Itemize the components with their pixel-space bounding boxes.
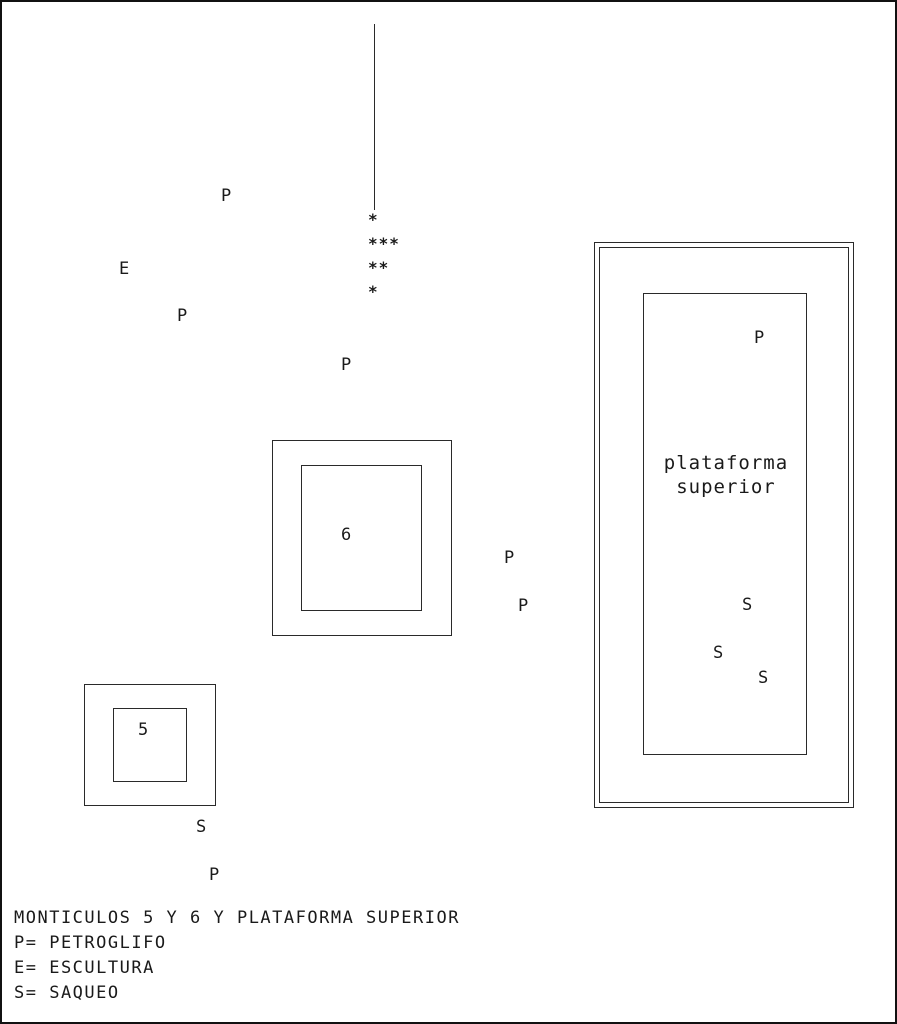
mound-6-outer bbox=[272, 440, 452, 636]
platform-outer-double bbox=[599, 247, 849, 803]
petroglyph-marker: P bbox=[518, 596, 529, 616]
mound-6-inner bbox=[301, 465, 422, 611]
mound-5-label: 5 bbox=[138, 720, 149, 740]
mound-6-label: 6 bbox=[341, 525, 352, 545]
platform-inner bbox=[643, 293, 807, 755]
platform-outer bbox=[594, 242, 854, 808]
petroglyph-marker: P bbox=[341, 355, 352, 375]
platform-label: plataforma superior bbox=[642, 451, 810, 499]
legend-title: MONTICULOS 5 Y 6 Y PLATAFORMA SUPERIOR bbox=[14, 908, 460, 928]
petroglyph-marker: P bbox=[209, 865, 220, 885]
petroglyph-marker: P bbox=[221, 186, 232, 206]
mound-5-outer bbox=[84, 684, 216, 806]
legend-looting: S= SAQUEO bbox=[14, 983, 120, 1003]
asterisk-row-2: *** bbox=[368, 234, 400, 253]
north-line bbox=[374, 24, 375, 210]
asterisk-row-3: ** bbox=[368, 258, 390, 277]
looting-marker: S bbox=[713, 643, 724, 663]
mound-5-inner bbox=[113, 708, 187, 782]
legend-petroglyph: P= PETROGLIFO bbox=[14, 933, 167, 953]
legend-sculpture: E= ESCULTURA bbox=[14, 958, 155, 978]
looting-marker: S bbox=[196, 817, 207, 837]
legend: MONTICULOS 5 Y 6 Y PLATAFORMA SUPERIOR P… bbox=[14, 906, 460, 1006]
looting-marker: S bbox=[758, 668, 769, 688]
platform-label-line-2: superior bbox=[676, 476, 776, 498]
petroglyph-marker: P bbox=[504, 548, 515, 568]
petroglyph-marker: P bbox=[754, 328, 765, 348]
platform-label-line-1: plataforma bbox=[663, 452, 789, 474]
looting-marker: S bbox=[742, 595, 753, 615]
petroglyph-marker: P bbox=[177, 306, 188, 326]
asterisk-row-4: * bbox=[368, 282, 379, 301]
sculpture-marker: E bbox=[119, 259, 130, 279]
asterisk-row-1: * bbox=[368, 210, 379, 229]
